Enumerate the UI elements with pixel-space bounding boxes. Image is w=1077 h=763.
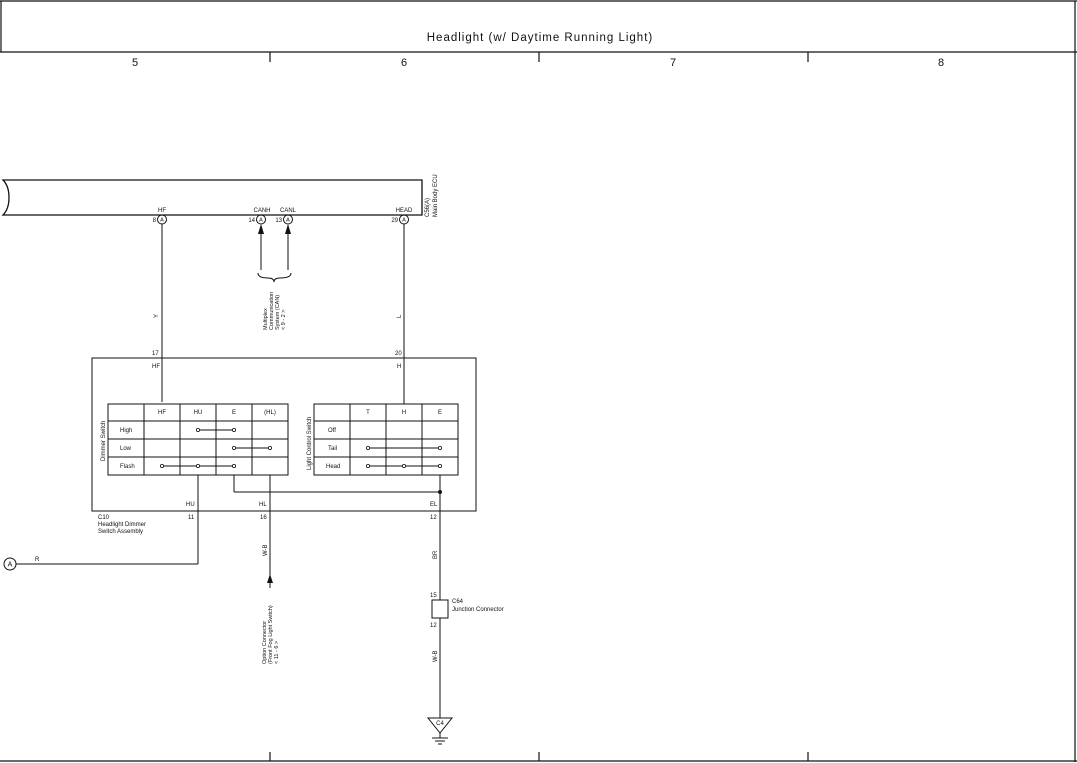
page-title: Headlight (w/ Daytime Running Light) bbox=[427, 32, 653, 44]
option-connector-label: Option Connector (Front Fog Light Switch… bbox=[262, 605, 280, 664]
ecu-pin-hf: HF 8 A bbox=[153, 208, 167, 225]
dimmer-switch-table bbox=[107, 403, 289, 476]
assembly-pin-hl-name: HL bbox=[259, 502, 267, 508]
option-line-1: Option Connector bbox=[262, 621, 268, 664]
ecu-pin-head-connector: A bbox=[402, 218, 406, 224]
assembly-pin-12-number: 12 bbox=[430, 515, 437, 521]
ecu-code: C56(A) bbox=[425, 198, 431, 217]
lcs-row-off: Off bbox=[328, 428, 336, 434]
ecu-pin-canl-number: 13 bbox=[275, 218, 282, 224]
lcs-row-head: Head bbox=[326, 464, 340, 470]
ecu-pin-canl-name: CANL bbox=[280, 208, 297, 214]
ecu-pin-canh-connector: A bbox=[259, 218, 263, 224]
wire-l-label: L bbox=[397, 314, 403, 318]
ground-label: C4 bbox=[436, 721, 444, 727]
can-reference-label: Multiplex Communication System (CAN) < 9… bbox=[263, 292, 287, 330]
dimmer-row-flash: Flash bbox=[120, 464, 135, 470]
can-bus-arrows bbox=[257, 224, 292, 283]
option-line-2: (Front Fog Light Switch) bbox=[268, 605, 274, 664]
junction-connector bbox=[431, 599, 449, 619]
junction-pin-in: 15 bbox=[430, 593, 437, 599]
dimmer-row-high: High bbox=[120, 428, 132, 434]
ecu-pin-hf-number: 8 bbox=[153, 218, 157, 224]
ecu-body bbox=[1, 179, 423, 216]
wire-br-label: BR bbox=[433, 550, 439, 559]
internal-wiring bbox=[197, 475, 442, 600]
ecu-pin-hf-connector: A bbox=[160, 218, 164, 224]
dimmer-row-low: Low bbox=[120, 446, 132, 452]
assembly-pin-el-name: EL bbox=[430, 502, 438, 508]
dimmer-header-hu: HU bbox=[194, 410, 203, 416]
ecu-name: Main Body ECU bbox=[433, 174, 439, 217]
assembly-name-line-1: Headlight Dimmer bbox=[98, 522, 146, 528]
wire-y-label: Y bbox=[154, 314, 160, 318]
assembly-name-line-2: Switch Assembly bbox=[98, 529, 143, 535]
junction-code: C64 bbox=[452, 599, 464, 605]
assembly-code: C10 bbox=[98, 515, 110, 521]
offpage-connector bbox=[3, 557, 17, 571]
column-number-7: 7 bbox=[670, 57, 676, 69]
ecu-pin-canh-number: 14 bbox=[248, 218, 255, 224]
ecu-pin-canl-connector: A bbox=[286, 218, 290, 224]
assembly-pin-20-number: 20 bbox=[395, 351, 402, 357]
lcs-header-e: E bbox=[438, 410, 442, 416]
assembly-pin-20-name: H bbox=[397, 364, 401, 370]
ecu-pin-head-number: 29 bbox=[391, 218, 398, 224]
column-number-8: 8 bbox=[938, 57, 944, 69]
option-connector-arrow bbox=[267, 574, 273, 583]
assembly-pin-17-number: 17 bbox=[152, 351, 159, 357]
assembly-pin-11-number: 11 bbox=[188, 515, 195, 521]
ecu-pin-canh: CANH 14 A bbox=[248, 208, 271, 225]
junction-pin-out: 12 bbox=[430, 623, 437, 629]
can-ref-line-3: System (CAN) bbox=[275, 295, 281, 330]
can-ref-line-4: < 9 - 2 > bbox=[281, 310, 287, 331]
wire-wb2-label: W-B bbox=[433, 650, 439, 662]
ecu-pin-hf-name: HF bbox=[158, 208, 166, 214]
column-number-6: 6 bbox=[401, 57, 407, 69]
can-ref-line-2: Communication bbox=[269, 292, 275, 330]
ecu-pin-head: HEAD 29 A bbox=[391, 208, 413, 225]
can-ref-line-1: Multiplex bbox=[263, 308, 269, 330]
dimmer-header-e: E bbox=[232, 410, 236, 416]
dimmer-switch-label: Dimmer Switch bbox=[101, 421, 107, 461]
wire-wb1-label: W-B bbox=[263, 544, 269, 556]
switch-assembly-box bbox=[91, 357, 477, 512]
light-control-switch-label: Light Control Switch bbox=[307, 417, 313, 470]
dimmer-header-hf: HF bbox=[158, 410, 166, 416]
lcs-row-tail: Tail bbox=[328, 446, 337, 452]
option-line-3: < 11 - 6 > bbox=[274, 641, 280, 664]
light-control-switch-table bbox=[313, 403, 459, 476]
assembly-pin-17-name: HF bbox=[152, 364, 160, 370]
lcs-header-h: H bbox=[402, 410, 406, 416]
assembly-pin-16-number: 16 bbox=[260, 515, 267, 521]
dimmer-header-hl: (HL) bbox=[264, 410, 276, 416]
column-number-5: 5 bbox=[132, 57, 138, 69]
ecu-pin-canl: CANL 13 A bbox=[275, 208, 297, 225]
ecu-pin-head-name: HEAD bbox=[396, 208, 413, 214]
ground-symbol bbox=[426, 717, 454, 745]
assembly-pin-hu-name: HU bbox=[186, 502, 195, 508]
junction-name: Junction Connector bbox=[452, 607, 504, 613]
lcs-header-t: T bbox=[366, 410, 370, 416]
wire-r-label: R bbox=[35, 557, 40, 563]
offpage-connector-label: A bbox=[8, 562, 13, 569]
ecu-pin-canh-name: CANH bbox=[253, 208, 270, 214]
